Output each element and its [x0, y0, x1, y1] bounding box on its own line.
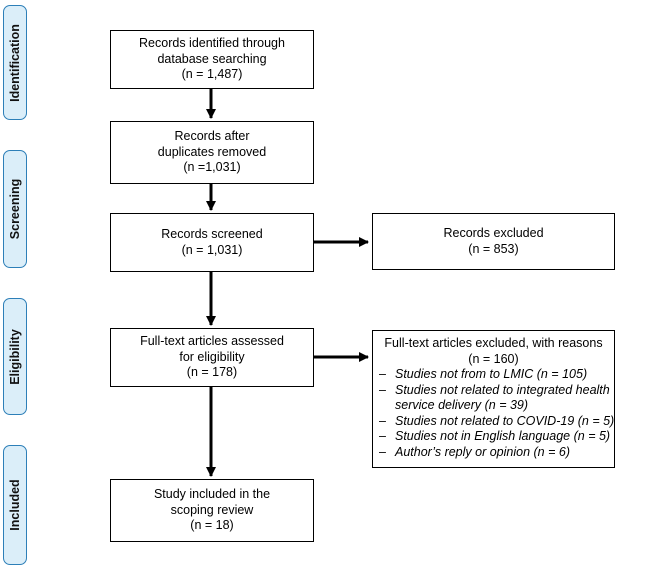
box-text-line: database searching: [157, 51, 267, 66]
bullet-dash: –: [379, 444, 386, 459]
exclusion-reason: –Studies not related to integrated healt…: [379, 383, 614, 399]
exclusion-reason-continued: service delivery (n = 39): [379, 398, 614, 414]
box-heading-line: (n = 160): [468, 351, 519, 366]
phase-eligibility: Eligibility: [3, 298, 27, 415]
box-text-line: Records screened: [161, 227, 263, 241]
exclusion-reasons-list: –Studies not from to LMIC (n = 105) –Stu…: [373, 367, 614, 460]
box-records-excluded: Records excluded (n = 853): [372, 213, 615, 270]
exclusion-reason: –Studies not related to COVID-19 (n = 5): [379, 414, 614, 430]
exclusion-reason: –Studies not in English language (n = 5): [379, 429, 614, 445]
box-study-included: Study included in the scoping review (n …: [110, 479, 314, 542]
reason-text: Author’s reply or opinion (n = 6): [395, 444, 570, 459]
box-text-line: Records identified through: [139, 36, 285, 51]
box-text-line: for eligibility: [179, 349, 245, 364]
reason-text: service delivery (n = 39): [395, 398, 529, 412]
phase-identification: Identification: [3, 5, 27, 120]
box-text-line: Records after: [174, 129, 250, 144]
box-records-after-duplicates: Records after duplicates removed (n =1,0…: [110, 121, 314, 184]
box-fulltext-excluded: Full-text articles excluded, with reason…: [372, 330, 615, 468]
bullet-dash: –: [379, 367, 386, 381]
box-heading-line: Full-text articles excluded, with reason…: [384, 336, 603, 350]
box-text-line: Records excluded: [443, 226, 544, 240]
box-records-screened: Records screened (n = 1,031): [110, 213, 314, 272]
phase-screening: Screening: [3, 150, 27, 268]
box-fulltext-assessed: Full-text articles assessed for eligibil…: [110, 328, 314, 387]
box-text-line: (n = 853): [468, 241, 519, 256]
box-text-line: Full-text articles assessed: [140, 334, 284, 349]
reason-text: Studies not from to LMIC (n = 105): [395, 367, 588, 381]
bullet-dash: –: [379, 382, 386, 397]
box-text-line: Study included in the: [153, 487, 271, 502]
box-text-line: (n =1,031): [183, 160, 241, 175]
exclusion-reason: –Author’s reply or opinion (n = 6): [379, 445, 614, 461]
reason-text: Studies not in English language (n = 5): [395, 429, 611, 443]
box-text-line: (n = 178): [186, 365, 238, 380]
box-text-line: duplicates removed: [157, 144, 267, 159]
phase-included: Included: [3, 445, 27, 565]
box-text-line: (n = 1,487): [181, 67, 243, 82]
box-text-line: (n = 18): [190, 518, 234, 533]
reason-text: Studies not related to COVID-19 (n = 5): [395, 413, 615, 428]
exclusion-reason: –Studies not from to LMIC (n = 105): [379, 367, 614, 383]
bullet-dash: –: [379, 429, 386, 443]
reason-text: Studies not related to integrated health: [395, 382, 610, 397]
box-text-line: (n = 1,031): [181, 242, 243, 257]
box-text-line: scoping review: [170, 502, 254, 517]
box-records-identified: Records identified through database sear…: [110, 30, 314, 89]
bullet-dash: –: [379, 413, 386, 428]
